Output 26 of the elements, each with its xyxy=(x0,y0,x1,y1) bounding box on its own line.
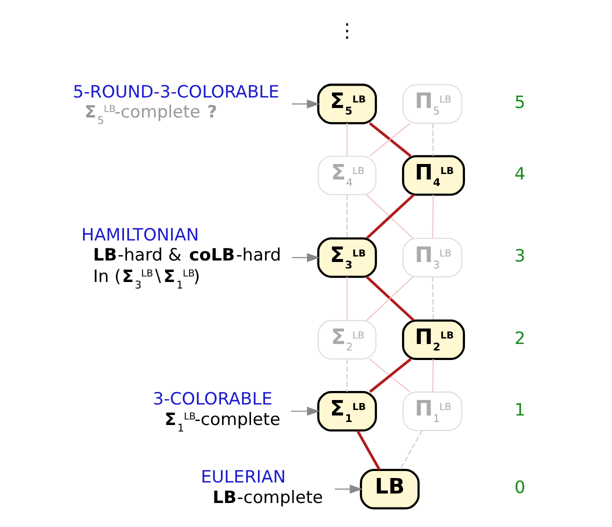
node-text: EULERIAN LB-complete xyxy=(200,467,324,508)
node-text: HAMILTONIAN LB-hard & coLB-hard In (Σ$_{3}$$^{LB}$∖Σ$_{1}$$^{LB}$) xyxy=(81,224,282,291)
connector xyxy=(346,194,348,238)
label: 0 xyxy=(514,478,526,498)
connector xyxy=(432,276,434,320)
connector xyxy=(346,122,348,156)
label: 5 xyxy=(514,92,526,113)
arrow xyxy=(334,484,363,494)
label: 3 xyxy=(514,246,526,266)
connector xyxy=(432,358,434,392)
connector xyxy=(346,276,348,320)
connector xyxy=(346,358,348,392)
connector xyxy=(432,122,434,156)
arrow xyxy=(291,406,320,416)
connector xyxy=(356,429,381,470)
connector xyxy=(432,194,434,238)
label: 2 xyxy=(514,328,526,348)
connector xyxy=(400,430,423,470)
arrow xyxy=(292,98,320,108)
label: ⋮ xyxy=(337,18,357,42)
node-text: 3-COLORABLE Σ$_{1}$$^{LB}$-complete xyxy=(152,389,280,434)
label: 1 xyxy=(514,400,526,420)
node-box: LB xyxy=(360,468,420,509)
arrow xyxy=(292,252,320,262)
node-text: 5-ROUND-3-COLORABLE Σ$_{5}$$^{LB}$-complete ? xyxy=(72,82,280,127)
label: 4 xyxy=(514,164,526,184)
